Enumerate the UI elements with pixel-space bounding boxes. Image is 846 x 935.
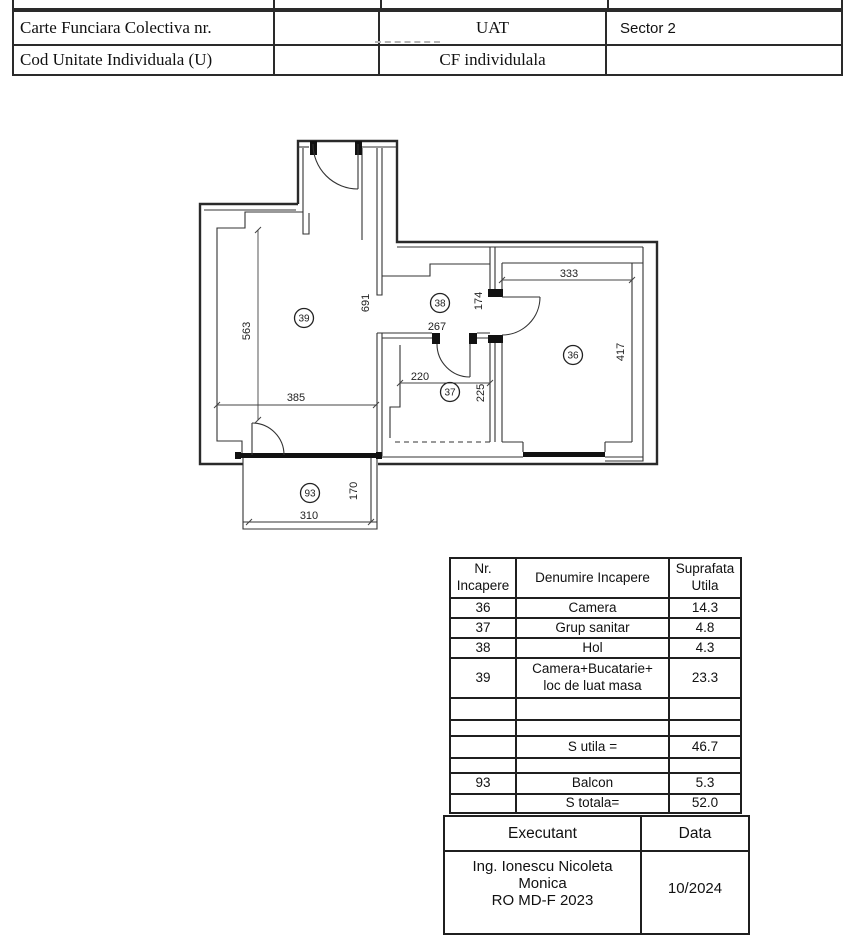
cell-empty (275, 12, 380, 44)
data-label: Data (678, 824, 712, 842)
header-row-1: Carte Funciara Colectiva nr. UAT Sector … (14, 12, 841, 46)
dim-417: 417 (615, 343, 627, 361)
table-row: 39 Camera+Bucatarie+ loc de luat masa 23… (451, 659, 740, 699)
scanned-cadastral-document: { "header_table": { "row1": {"c1": "Cart… (12, 0, 843, 935)
windows (235, 452, 605, 459)
cell-nr (451, 795, 517, 812)
table-row: 36 Camera 14.3 (451, 599, 740, 619)
table-border-stub (12, 0, 14, 9)
walls (198, 139, 659, 530)
cell-uat: UAT (380, 12, 607, 44)
cell-name (517, 759, 670, 772)
scan-artifact (375, 41, 440, 43)
cell-nr: 37 (451, 619, 517, 637)
room-label-37: 37 (444, 388, 456, 399)
cell-nr: 39 (451, 659, 517, 697)
cell-nr: 38 (451, 639, 517, 657)
dim-563: 563 (241, 322, 253, 340)
cell-nr (451, 721, 517, 735)
table-row-empty (451, 699, 740, 721)
cell-name: Camera+Bucatarie+ loc de luat masa (517, 659, 670, 697)
table-border-stub (380, 0, 382, 9)
data-value: 10/2024 (667, 880, 723, 897)
table-row-s-totala: S totala= 52.0 (451, 795, 740, 812)
cell-area: 14.3 (691, 599, 719, 615)
doors (251, 141, 541, 456)
table-row: 37 Grup sanitar 4.8 (451, 619, 740, 639)
dim-170: 170 (348, 482, 360, 500)
dim-267: 267 (428, 321, 446, 333)
table-border-line (12, 8, 843, 10)
cell-name: Grup sanitar (517, 619, 670, 637)
header-denumire: Denumire Incapere (517, 559, 670, 597)
cell-area: 4.3 (695, 639, 715, 655)
cell-cf-individuala: CF individulala (380, 46, 607, 74)
cell-name (517, 699, 670, 719)
cell-name: S utila = (517, 737, 670, 757)
executant-label: Executant (445, 817, 642, 850)
dim-310: 310 (300, 510, 318, 522)
table-row-balcon: 93 Balcon 5.3 (451, 774, 740, 795)
cell-sector: Sector 2 (620, 19, 676, 37)
cell-empty (275, 46, 380, 74)
executant-name-line3: RO MD-F 2023 (491, 892, 594, 909)
cell-area: 46.7 (691, 738, 719, 754)
dim-174: 174 (473, 292, 485, 310)
cell-nr: 36 (451, 599, 517, 617)
table-row-empty (451, 759, 740, 774)
executant-header-row: Executant Data (445, 817, 748, 852)
table-row-s-utila: S utila = 46.7 (451, 737, 740, 759)
header-row-2: Cod Unitate Individuala (U) CF individul… (14, 46, 841, 74)
cell-area: 5.3 (695, 775, 715, 791)
executant-name: Ing. Ionescu Nicoleta Monica RO MD-F 202… (445, 852, 642, 935)
cell-area (670, 721, 740, 735)
dimension-lines (213, 226, 636, 526)
floor-plan: 691 563 385 267 174 220 225 333 417 170 … (198, 139, 659, 530)
area-table: Nr. Incapere Denumire Incapere Suprafata… (449, 557, 742, 814)
room-label-93: 93 (304, 489, 316, 500)
dim-225: 225 (475, 384, 487, 402)
executant-table: Executant Data Ing. Ionescu Nicoleta Mon… (443, 815, 750, 935)
header-table: Carte Funciara Colectiva nr. UAT Sector … (12, 10, 843, 76)
room-circles: 39 38 37 36 93 (293, 292, 584, 504)
header-suprafata: Suprafata Utila (675, 561, 735, 593)
room-label-39: 39 (298, 314, 310, 325)
executant-name-line2: Monica (518, 875, 567, 892)
cell-cod-unitate: Cod Unitate Individuala (U) (14, 46, 275, 74)
cell-name: S totala= (517, 795, 670, 812)
cell-nr (451, 737, 517, 757)
table-row-empty (451, 721, 740, 737)
dim-220: 220 (411, 371, 429, 383)
dim-333: 333 (560, 268, 578, 280)
cell-nr: 93 (451, 774, 517, 793)
cell-area: 4.8 (695, 619, 715, 635)
table-row: 38 Hol 4.3 (451, 639, 740, 659)
cell-name: Hol (517, 639, 670, 657)
room-label-36: 36 (567, 351, 579, 362)
cell-nr (451, 699, 517, 719)
table-border-stub (841, 0, 843, 9)
executant-name-line1: Ing. Ionescu Nicoleta (472, 858, 613, 875)
dimension-labels: 691 563 385 267 174 220 225 333 417 170 … (241, 268, 627, 522)
cell-area: 52.0 (691, 795, 719, 811)
dim-385: 385 (287, 392, 305, 404)
table-border-stub (607, 0, 609, 9)
cell-name: Camera (517, 599, 670, 617)
header-nr-incapere: Nr. Incapere (451, 559, 517, 597)
cell-area (670, 759, 740, 772)
dim-691: 691 (360, 294, 372, 312)
cell-nr (451, 759, 517, 772)
cell-area: 23.3 (691, 669, 719, 685)
cell-carte-funciara: Carte Funciara Colectiva nr. (14, 12, 275, 44)
executant-value-row: Ing. Ionescu Nicoleta Monica RO MD-F 202… (445, 852, 748, 935)
room-label-38: 38 (434, 299, 446, 310)
area-table-header: Nr. Incapere Denumire Incapere Suprafata… (451, 559, 740, 599)
table-border-stub (273, 0, 275, 9)
cell-area (670, 699, 740, 719)
cell-name: Balcon (517, 774, 670, 793)
cell-name (517, 721, 670, 735)
